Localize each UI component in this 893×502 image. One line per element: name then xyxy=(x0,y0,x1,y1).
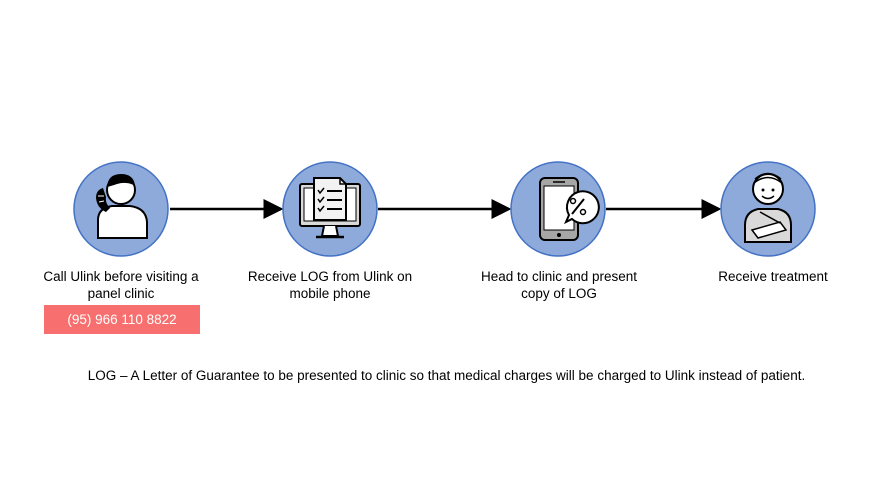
step-4-node xyxy=(720,161,816,257)
phone-number-badge: (95) 966 110 8822 xyxy=(44,305,200,334)
step-2-label: Receive LOG from Ulink on mobile phone xyxy=(247,269,413,301)
log-footnote: LOG – A Letter of Guarantee to be presen… xyxy=(87,368,806,383)
injured-patient-icon xyxy=(744,172,792,243)
computer-document-icon xyxy=(299,177,361,239)
step-3-node xyxy=(510,161,606,257)
step-2-node xyxy=(282,161,378,257)
step-1-node xyxy=(73,161,169,257)
step-4-label: Receive treatment xyxy=(718,269,828,284)
phone-call-person-icon xyxy=(96,174,148,239)
step-1-label: Call Ulink before visiting a panel clini… xyxy=(43,269,199,301)
mobile-discount-icon xyxy=(539,177,600,241)
step-3-label: Head to clinic and present copy of LOG xyxy=(480,269,638,301)
